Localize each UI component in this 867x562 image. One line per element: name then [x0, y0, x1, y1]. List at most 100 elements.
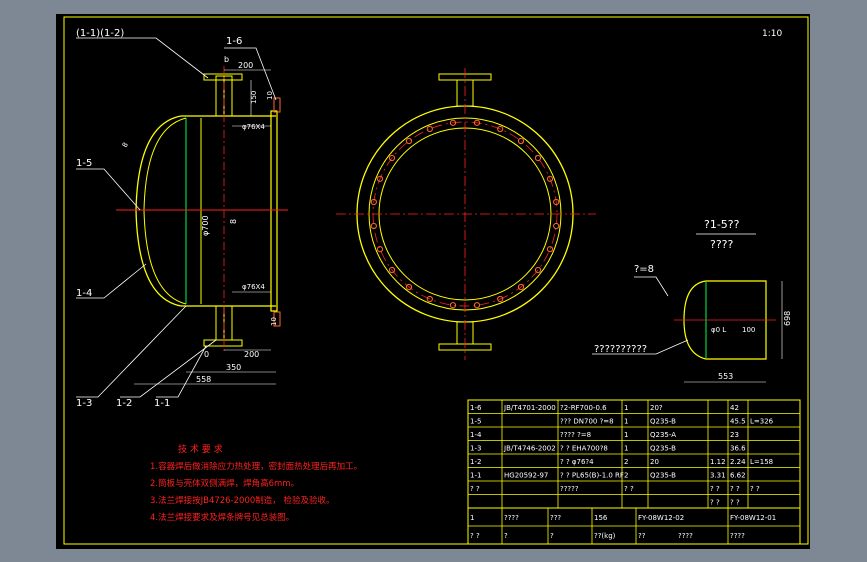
bom-cell: 20? [650, 404, 663, 412]
bom-header-cell: ? ? [624, 485, 634, 493]
leader-1-6 [224, 47, 277, 101]
bolt-hole [370, 198, 377, 206]
vent-top [273, 97, 281, 113]
bolt-hole [546, 175, 554, 182]
leader-1-1 [156, 345, 207, 398]
bom-cell: 6.62 [730, 472, 746, 480]
section-dim-100: 100 [742, 326, 755, 334]
bom-cell: Q235-B [650, 418, 676, 426]
bom-cell: L=326 [750, 418, 774, 426]
bom-cell: HG20592-97 [504, 472, 548, 480]
cad-viewport[interactable]: 1:10 (1-1)(1-2) 1-6 [56, 14, 810, 549]
head-outline [135, 115, 182, 307]
bom-cell: ? ? PL65(B)-1.0 RF [560, 472, 624, 480]
bom-cell: 1-1 [470, 472, 481, 480]
nozzle-bottom-flange [203, 339, 243, 347]
bolt-hole [405, 137, 413, 145]
dim-558: 558 [196, 375, 211, 384]
bolt-holes [370, 119, 560, 309]
head-inner [143, 117, 187, 305]
bom-cell: 1 [624, 418, 628, 426]
tech-line-4: 4.法兰焊接要求及焊条牌号见总装图。 [150, 512, 294, 523]
tech-line-2: 2.筒板与壳体双侧满焊，焊角高6mm。 [150, 478, 299, 489]
nozzle-top-pipe-left [215, 75, 225, 117]
title-block-cell: ???? [730, 532, 745, 540]
bom-cell: ? ? EHA700?8 [560, 445, 608, 453]
bom-header-cell: ????? [560, 485, 579, 493]
tech-title: 技 术 要 求 [178, 443, 223, 455]
front-view: (1-1)(1-2) 1-6 1-5 1-4 1-3 1-2 1-1 200 b… [76, 28, 288, 409]
bolt-hole [546, 246, 554, 253]
bom-cell: 1-5 [470, 418, 481, 426]
bolt-hole [376, 246, 384, 253]
title-block-cell: ?? [638, 532, 646, 540]
bolt-hole [370, 222, 377, 230]
detail-section: ?1-5?? ???? ?=8 ?????????? φ0 L 100 698 … [592, 218, 792, 383]
nozzle-bottom-pipe-right [223, 305, 233, 341]
bom-cell: L=158 [750, 458, 773, 466]
bom-cell: 20 [650, 458, 659, 466]
bolt-hole [497, 295, 504, 303]
bom-cell: JB/T4701-2000 [503, 404, 556, 412]
bom-cell: ??? DN700 ?=8 [560, 418, 614, 426]
bom-cell: 1-4 [470, 431, 482, 439]
bom-cell: 23 [730, 431, 739, 439]
label-1-1-1-2: (1-1)(1-2) [76, 28, 124, 39]
bom-cell: Q235-B [650, 472, 676, 480]
section-dim-698: 698 [783, 311, 792, 326]
title-block-cell: FY-08W12-01 [730, 514, 776, 522]
leader-1-4 [76, 263, 147, 299]
label-1-1: 1-1 [154, 398, 170, 409]
bom-cell: ?2-RF700-0.6 [560, 404, 607, 412]
section-dim-553: 553 [718, 372, 733, 381]
section-head-shape [683, 280, 767, 360]
bom-cell: 36.6 [730, 445, 746, 453]
scale-label: 1:10 [762, 29, 782, 39]
title-block-cell: ??? [550, 514, 561, 522]
vent-bottom [273, 311, 281, 327]
label-1-6: 1-6 [226, 36, 242, 47]
bom-header-cell: ? ? [710, 485, 720, 493]
cad-drawing: 1:10 (1-1)(1-2) 1-6 [63, 16, 809, 545]
bom-cell: ???? ?=8 [560, 431, 591, 439]
bolt-hole [473, 119, 481, 126]
label-1-4: 1-4 [76, 288, 92, 299]
dim-b: b [224, 55, 229, 64]
bom-header-sub-cell: ? ? [710, 499, 720, 507]
bolt-hole [553, 222, 560, 230]
title-block-cell: FY-08W12-02 [638, 514, 684, 522]
bom-cell: 1-3 [470, 445, 481, 453]
dim-150: 150 [250, 91, 258, 104]
bom-cell: 42 [730, 404, 739, 412]
label-1-3: 1-3 [76, 398, 92, 409]
title-block-cell: 1 [470, 514, 474, 522]
dim-10: 10 [266, 91, 274, 100]
bolt-hole [388, 266, 396, 274]
bom-cell: 3.31 [710, 472, 726, 480]
bom-header-cell: ? ? [750, 485, 760, 493]
bolt-hole [497, 125, 504, 133]
dim-200-top: 200 [238, 61, 253, 70]
bolt-hole [473, 302, 481, 309]
bom-cell: Q235-B [650, 445, 676, 453]
bolt-hole [449, 302, 457, 309]
section-thk-label: ?=8 [634, 264, 654, 275]
bom-cell: 2 [624, 458, 628, 466]
label-1-2: 1-2 [116, 398, 132, 409]
bolt-hole [534, 154, 542, 162]
section-leader-thk [634, 276, 669, 297]
bom-cell: 1-6 [470, 404, 482, 412]
leader-1-2 [120, 339, 217, 398]
bolt-hole [517, 283, 525, 291]
title-block-cell: ? [550, 532, 554, 540]
bom-cell: 1 [624, 445, 628, 453]
dim-nozzle-bottom: φ76X4 [242, 283, 265, 291]
bom-cell: 1.12 [710, 458, 726, 466]
bom-cell: 1 [624, 431, 628, 439]
dim-nozzle-top: φ76X4 [242, 123, 265, 131]
leader-1-5 [76, 168, 141, 211]
bolt-hole [534, 266, 542, 274]
bom-cell: 45.5 [730, 418, 746, 426]
side-view [336, 68, 596, 360]
dim-0: 0 [204, 350, 209, 359]
